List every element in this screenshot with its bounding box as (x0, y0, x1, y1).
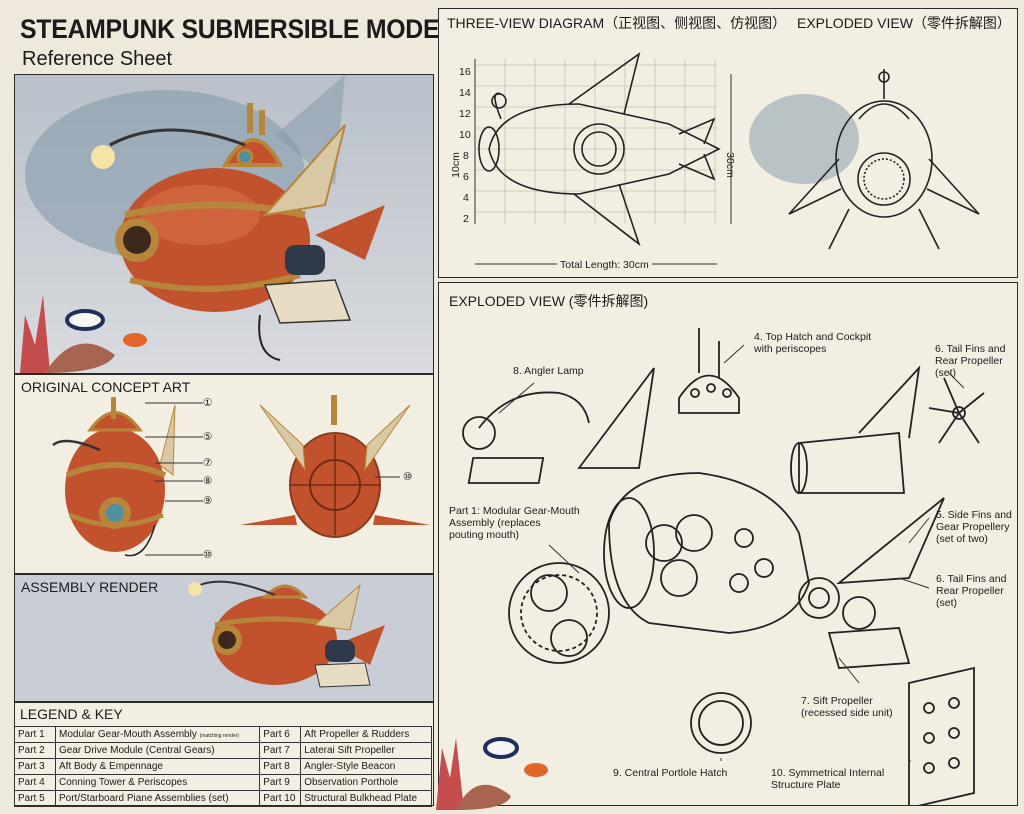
legend-key: Part 5 (14, 790, 56, 807)
concept-callout-5: ⑤ (203, 431, 213, 443)
legend-table: Part 1 Modular Gear-Mouth Assembly (matc… (14, 726, 432, 807)
legend-row: Part 1 Modular Gear-Mouth Assembly (matc… (14, 726, 432, 743)
legend-value: Observation Porthole (300, 774, 432, 791)
exploded-top-label: EXPLODED VIEW（零件拆解图） (797, 15, 1011, 31)
legend-value: Aft Propeller & Rudders (300, 726, 432, 743)
exploded-label-part5: 5. Side Fins and Gear Propellery (set of… (936, 509, 1012, 545)
left-dimension: 10cm (449, 152, 462, 178)
y-tick-8: 8 (463, 150, 469, 162)
hero-render-panel (14, 74, 434, 374)
legend-key: Part 7 (259, 742, 302, 759)
three-view-label: THREE-VIEW DIAGRAM（正视图、侧视图、仿视图） (447, 15, 787, 31)
y-tick-16: 16 (459, 66, 471, 78)
legend-key: Part 9 (259, 774, 302, 791)
exploded-label-part8: 8. Angler Lamp (513, 365, 584, 377)
exploded-label-part6b: 6. Tail Fins and Rear Propeller (set) (936, 573, 1007, 609)
three-view-drawing (474, 52, 980, 265)
page-title: STEAMPUNK SUBMERSIBLE MODEL (20, 14, 455, 44)
exploded-label-part10: 10. Symmetrical Internal Structure Plate (771, 767, 885, 791)
y-tick-4: 4 (463, 192, 469, 204)
legend-value: Port/Starboard Piane Assemblies (set) (54, 790, 261, 807)
three-view-panel: THREE-VIEW DIAGRAM（正视图、侧视图、仿视图） EXPLODED… (438, 8, 1018, 278)
assembly-render-illustration (188, 580, 385, 688)
exploded-view-drawing (462, 328, 985, 805)
legend-row: Part 4 Conning Tower & Periscopes Part 9… (14, 774, 432, 791)
legend-key: Part 3 (14, 758, 56, 775)
exploded-main-panel: EXPLODED VIEW (零件拆解图) (438, 282, 1018, 806)
y-tick-2: 2 (463, 213, 469, 225)
legend-row: Part 5 Port/Starboard Piane Assemblies (… (14, 790, 432, 807)
concept-art-label: ORIGINAL CONCEPT ART (21, 379, 191, 395)
y-tick-12: 12 (459, 108, 471, 120)
exploded-label-part4: 4. Top Hatch and Cockpit with periscopes (754, 331, 872, 355)
legend-value: Gear Drive Module (Central Gears) (54, 742, 261, 759)
concept-callout-10a: ⑩ (203, 549, 213, 561)
y-tick-14: 14 (459, 87, 471, 99)
legend-value: Angler-Style Beacon (300, 758, 432, 775)
total-length-label: Total Length: 30cm (557, 259, 652, 271)
concept-callout-7: ⑦ (203, 457, 213, 469)
exploded-main-label: EXPLODED VIEW (零件拆解图) (449, 293, 649, 309)
legend-row: Part 3 Aft Body & Empennage Part 8 Angle… (14, 758, 432, 775)
y-tick-10: 10 (459, 129, 471, 141)
legend-key: Part 1 (14, 726, 56, 743)
concept-art-illustration (52, 395, 430, 557)
exploded-label-part7: 7. Sift Propeller (recessed side unit) (801, 695, 893, 719)
coral-fish-decoration (436, 737, 548, 810)
legend-value: Modular Gear-Mouth Assembly (matching re… (54, 726, 261, 743)
legend-key: Part 6 (259, 726, 302, 743)
legend-value: Structural Bulkhead Plate (300, 790, 432, 807)
assembly-render-panel: ASSEMBLY RENDER (14, 574, 434, 702)
exploded-label-part9: 9. Central Portlole Hatch (613, 767, 728, 779)
y-tick-6: 6 (463, 171, 469, 183)
assembly-render-label: ASSEMBLY RENDER (21, 579, 159, 595)
legend-key: Part 2 (14, 742, 56, 759)
legend-key: Part 10 (259, 790, 302, 807)
legend-row: Part 2 Gear Drive Module (Central Gears)… (14, 742, 432, 759)
legend-value: Aft Body & Empennage (54, 758, 261, 775)
legend-key: Part 4 (14, 774, 56, 791)
legend-key: Part 8 (259, 758, 302, 775)
concept-art-panel: ORIGINAL CONCEPT ART ① ⑤ ⑦ ⑧ ⑨ ⑩ ⑩ (14, 374, 434, 574)
legend-value: Laterai Sift Propeller (300, 742, 432, 759)
legend-note: (matching render) (199, 733, 240, 739)
exploded-label-part1: Part 1: Modular Gear-Mouth Assembly (rep… (449, 505, 580, 541)
page-subtitle: Reference Sheet (22, 48, 173, 70)
hero-render-illustration (20, 75, 385, 373)
right-dimension: 30cm (723, 152, 736, 178)
legend-value: Conning Tower & Periscopes (54, 774, 261, 791)
concept-callout-9: ⑨ (203, 495, 213, 507)
concept-callout-1: ① (203, 397, 213, 409)
concept-callout-8: ⑧ (203, 475, 213, 487)
concept-callout-10b: ⑩ (403, 471, 413, 483)
exploded-label-part6a: 6. Tail Fins and Rear Propeller (set) (935, 343, 1006, 379)
legend-label: LEGEND & KEY (20, 706, 123, 722)
